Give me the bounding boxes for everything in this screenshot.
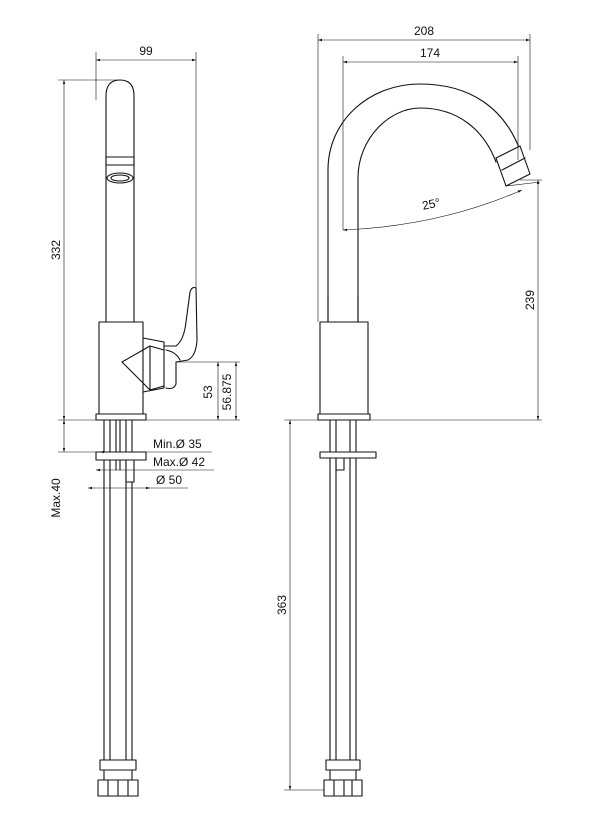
dim-deck-max: Max.40 (49, 478, 63, 518)
side-view (95, 79, 198, 797)
side-lever-base (121, 337, 165, 393)
dim-hole-max: Max.Ø 42 (153, 455, 205, 469)
side-spout-tube (105, 79, 135, 323)
front-gooseneck (327, 83, 521, 323)
dim-spout-angle: 25° (421, 195, 442, 213)
side-lever-handle (163, 286, 198, 390)
side-hose-nuts (97, 759, 139, 797)
side-fixing-nut (95, 451, 147, 461)
dim-side-height: 332 (49, 240, 63, 260)
side-base-ring (95, 413, 147, 421)
dim-hole-washer: Ø 50 (156, 473, 182, 487)
front-hoses (329, 419, 357, 761)
side-fixing-bracket (125, 459, 135, 483)
front-fixing-nut (319, 451, 377, 459)
dim-front-width: 208 (414, 24, 434, 38)
front-spout-tip (495, 145, 531, 187)
side-dimensions: 99 332 53 56.875 Min.Ø 35 Max.Ø 42 Ø 50 … (49, 44, 240, 518)
front-view (317, 83, 531, 797)
side-body (98, 321, 144, 415)
side-aerator (105, 156, 135, 166)
dim-spout-reach: 174 (420, 46, 440, 60)
dim-hose-length: 363 (275, 595, 289, 615)
front-dimensions: 208 174 25° 239 363 (275, 24, 542, 791)
front-body (319, 321, 369, 415)
front-hose-nuts (323, 759, 363, 797)
dim-lever-height: 56.875 (220, 373, 234, 410)
side-shank (103, 419, 133, 761)
dim-lever-offset: 53 (201, 385, 215, 399)
dim-spout-height: 239 (523, 290, 537, 310)
dim-side-width: 99 (139, 44, 153, 58)
front-base-ring (317, 413, 371, 421)
dim-hole-min: Min.Ø 35 (153, 437, 202, 451)
